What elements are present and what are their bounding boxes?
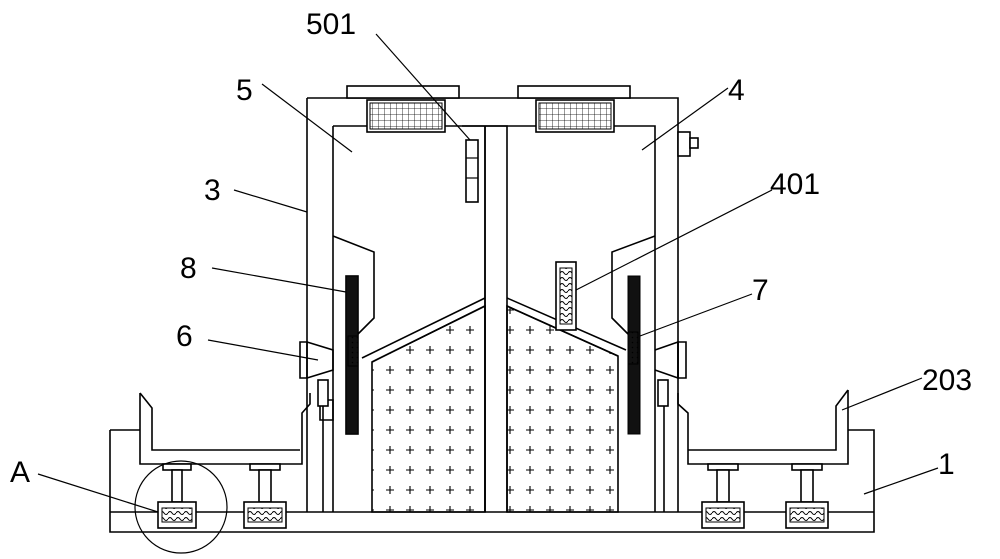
label-1: 1 [938, 448, 955, 481]
spring-element-401 [555, 261, 577, 331]
top-housing-right [517, 85, 631, 133]
label-a: A [10, 456, 30, 489]
label-3: 3 [204, 174, 221, 207]
filter-media-left [371, 304, 486, 513]
right-tray [677, 389, 849, 465]
label-7: 7 [752, 274, 769, 307]
foot-1 [157, 463, 197, 529]
label-5: 5 [236, 74, 253, 107]
main-housing [306, 97, 679, 512]
base-plate [109, 429, 875, 533]
foot-3 [701, 463, 745, 529]
leader-lines [37, 33, 939, 513]
foot-4 [785, 463, 829, 529]
label-8: 8 [180, 252, 197, 285]
label-203: 203 [922, 364, 972, 397]
top-housing-left [346, 85, 460, 133]
label-401: 401 [770, 168, 820, 201]
left-tray [139, 392, 311, 465]
right-guide [611, 235, 687, 435]
foot-2 [243, 463, 287, 529]
label-4: 4 [728, 74, 745, 107]
label-501: 501 [306, 8, 356, 41]
label-6: 6 [176, 320, 193, 353]
side-knob [677, 131, 699, 157]
filter-media-right [506, 304, 619, 513]
left-guide [299, 235, 375, 435]
detail-circle-a [134, 460, 228, 554]
